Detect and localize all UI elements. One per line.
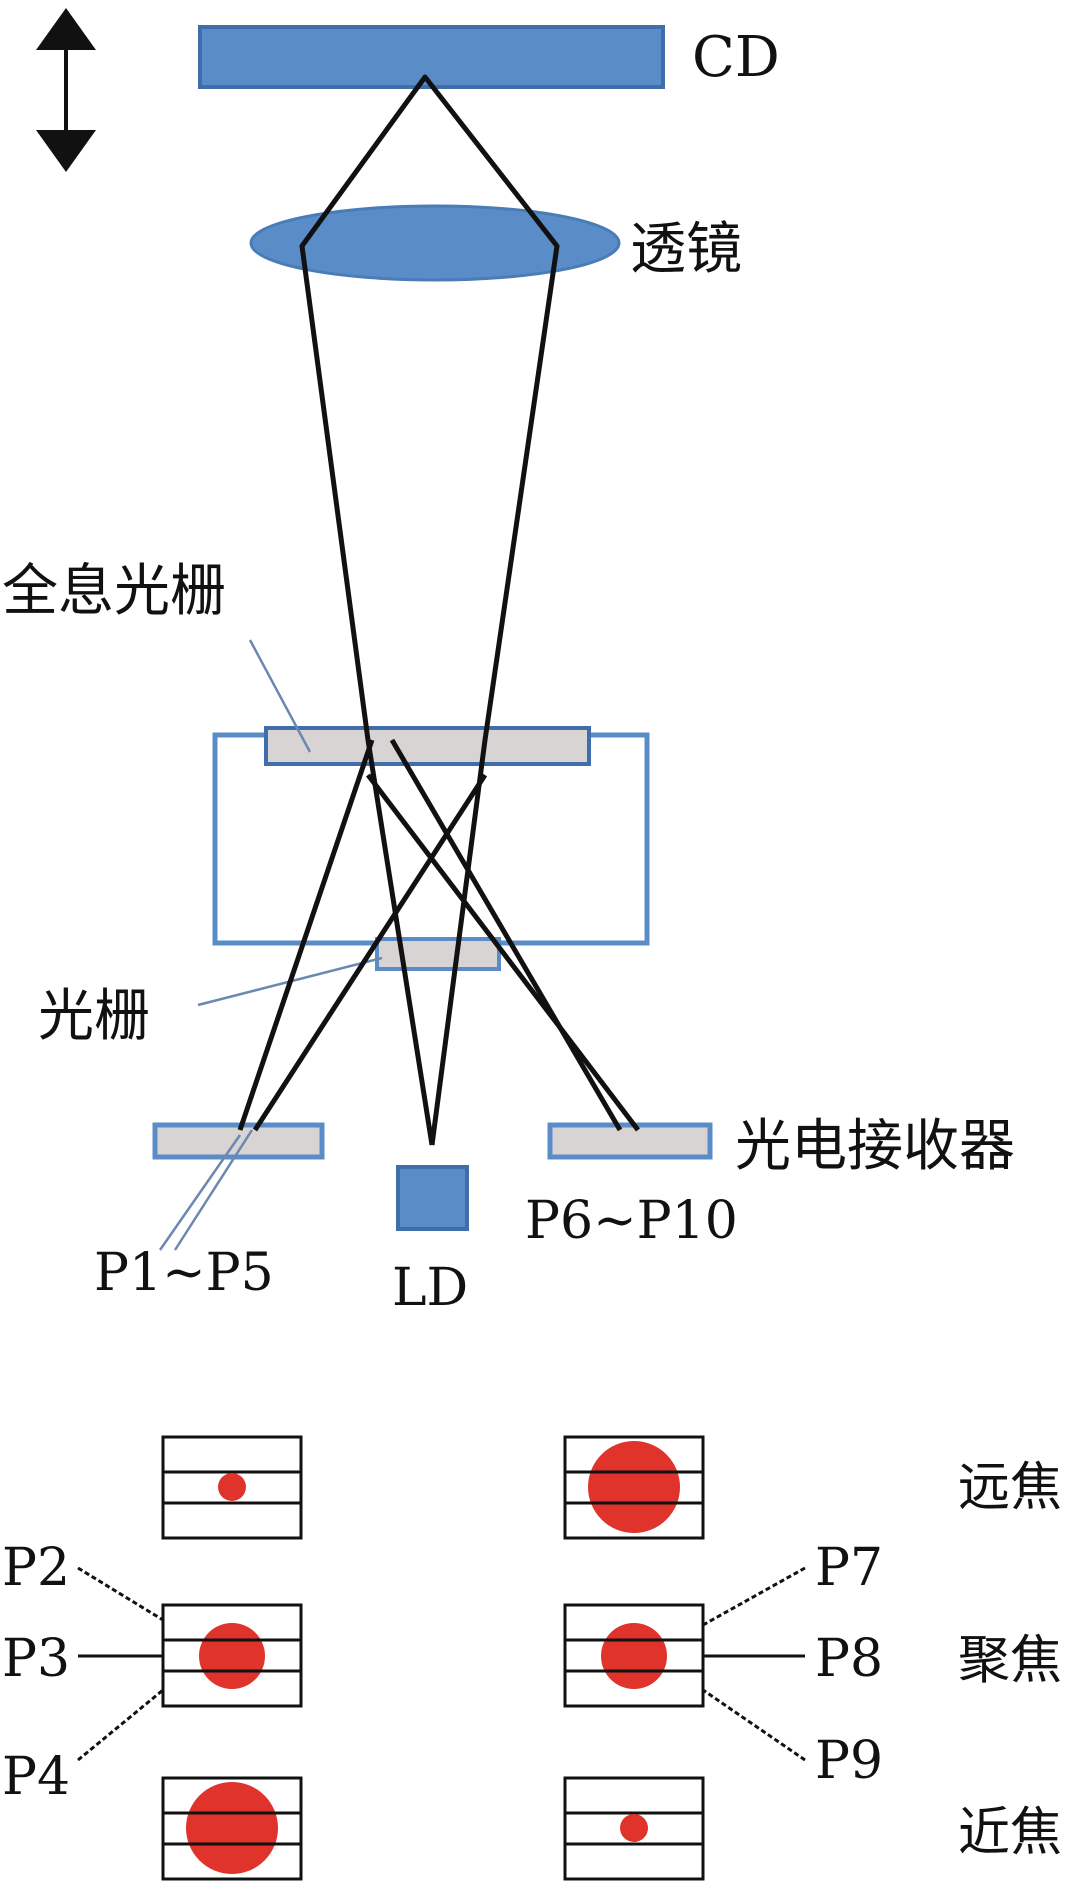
cd-label: CD <box>692 25 780 90</box>
ld-label: LD <box>392 1258 468 1318</box>
probe-labels: P2 P3 P4 P7 P8 P9 <box>2 1538 883 1807</box>
holographic-grating-leader <box>248 639 312 753</box>
beam-to-disc <box>299 74 560 1146</box>
p1-p5-leader-a <box>158 1134 242 1251</box>
near-focus-label: 近焦 <box>958 1803 1062 1863</box>
focus-movement-arrow-icon <box>36 8 96 172</box>
focus-spot <box>218 1473 246 1501</box>
focus-patterns: 远焦 聚焦 近焦 <box>161 1435 1062 1881</box>
in-focus-left-detector <box>161 1603 303 1708</box>
p3-label: P3 <box>2 1629 70 1689</box>
focus-spot <box>601 1623 667 1689</box>
in-focus-right-detector <box>563 1603 705 1708</box>
focus-spot <box>588 1441 680 1533</box>
p7-leader <box>702 1566 806 1627</box>
lens-label: 透镜 <box>630 217 742 282</box>
p8-label: P8 <box>815 1629 883 1689</box>
far-focus-left-detector <box>161 1435 303 1540</box>
photodetector-right <box>547 1122 713 1160</box>
p7-label: P7 <box>815 1538 883 1598</box>
laser-diode <box>396 1165 469 1231</box>
p6-p10-label: P6~P10 <box>525 1191 738 1251</box>
p2-leader <box>77 1566 164 1622</box>
p1-p5-leader-b <box>173 1129 254 1251</box>
grating <box>375 937 501 971</box>
beam-paths <box>237 74 640 1146</box>
far-focus-right-detector <box>563 1435 705 1540</box>
cd-disc <box>198 25 665 89</box>
far-focus-label: 远焦 <box>958 1458 1062 1518</box>
p9-label: P9 <box>815 1731 883 1791</box>
holographic-grating-label: 全息光栅 <box>2 559 226 624</box>
p9-leader <box>702 1688 806 1762</box>
near-focus-left-detector <box>161 1776 303 1881</box>
lens <box>249 204 621 282</box>
grating-label: 光栅 <box>38 984 150 1049</box>
focus-spot <box>620 1814 648 1842</box>
hologram-housing <box>212 732 650 946</box>
focus-spot <box>199 1623 265 1689</box>
p2-label: P2 <box>2 1538 70 1598</box>
focus-spot <box>186 1782 278 1874</box>
p4-leader <box>77 1688 164 1762</box>
p1-p5-label: P1~P5 <box>94 1243 274 1303</box>
beam-return-right <box>366 773 640 1132</box>
beam-return-right-2 <box>389 738 623 1132</box>
p4-label: P4 <box>2 1747 70 1807</box>
photodetector-label: 光电接收器 <box>735 1114 1015 1179</box>
beam-return-left <box>237 739 375 1131</box>
near-focus-right-detector <box>563 1776 705 1881</box>
holographic-grating <box>264 726 591 766</box>
in-focus-label: 聚焦 <box>958 1631 1062 1691</box>
